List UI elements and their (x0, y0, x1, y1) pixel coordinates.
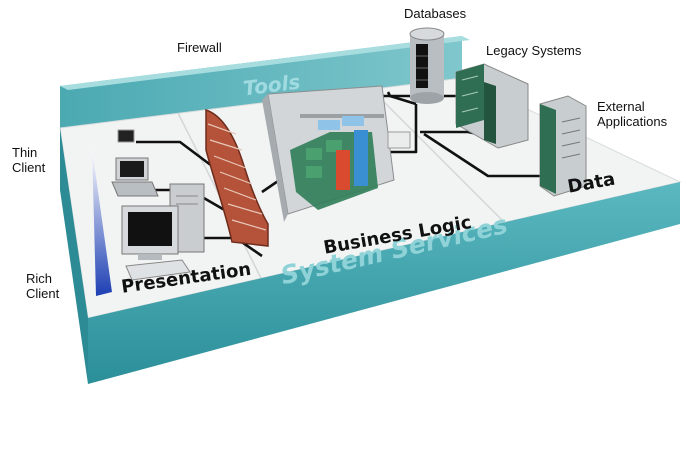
legacy-server-icon (455, 63, 529, 149)
platform-front (88, 182, 680, 384)
legacy-systems-label: Legacy Systems (486, 43, 582, 58)
rich-client-label: Rich Client (26, 271, 60, 301)
thin-client-laptop-icon (111, 129, 159, 197)
platform-left (60, 128, 88, 384)
client-gradient-icon (92, 148, 112, 296)
external-applications-label: External Applications (597, 99, 668, 129)
app-server-icon (262, 85, 411, 222)
firewall-label: Firewall (177, 40, 222, 55)
database-cylinder-icon (409, 27, 445, 104)
firewall-wall-icon (205, 108, 269, 247)
thin-client-label: Thin Client (12, 145, 46, 175)
zone-divider-right (371, 89, 509, 227)
tools-band (60, 36, 462, 128)
external-app-tower-icon (539, 95, 587, 197)
databases-label: Databases (404, 6, 467, 21)
rich-client-workstation-icon (121, 183, 205, 281)
tools-band-top (60, 36, 470, 90)
